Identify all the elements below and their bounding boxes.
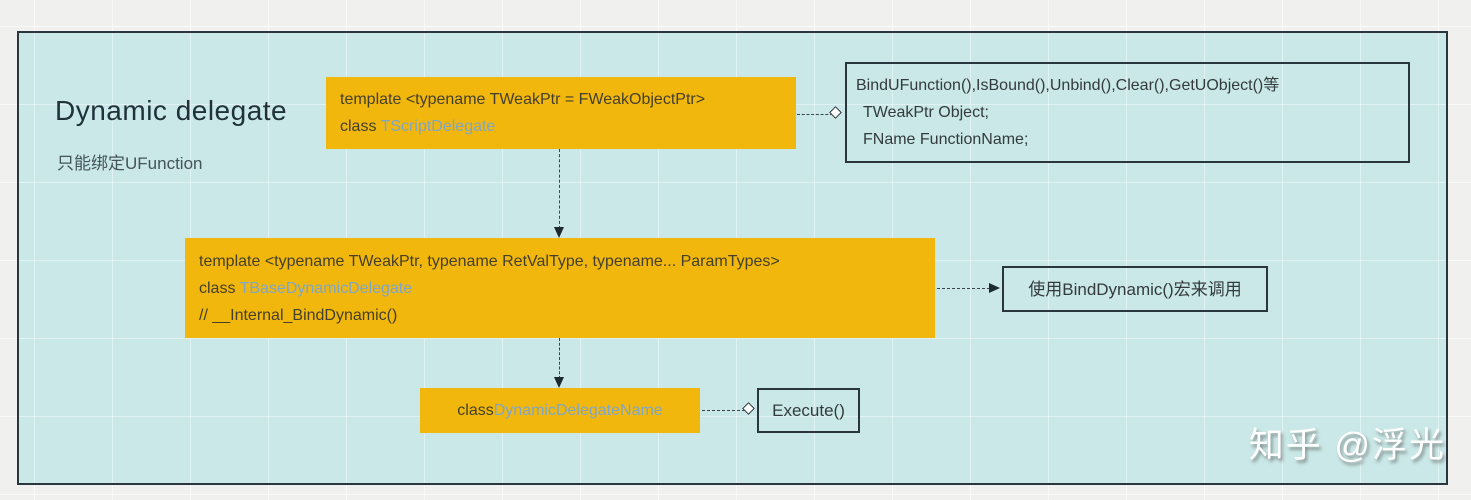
node-dynamicdelegatename: class DynamicDelegateName — [420, 388, 700, 433]
arrowhead-down-icon — [554, 227, 564, 238]
code-line: // __Internal_BindDynamic() — [199, 306, 398, 324]
note-text: Execute() — [772, 401, 845, 420]
code-line: template <typename TWeakPtr, typename Re… — [199, 252, 780, 270]
class-keyword: class — [340, 118, 381, 135]
node-execute: Execute() — [757, 388, 860, 433]
page-subtitle: 只能绑定UFunction — [57, 154, 203, 173]
aggregation-connector-dynname-to-execute — [702, 410, 745, 411]
page-title: Dynamic delegate — [55, 95, 288, 126]
watermark: 知乎 @浮光 — [1248, 426, 1446, 465]
code-line: BindUFunction(),IsBound(),Unbind(),Clear… — [856, 77, 1280, 94]
class-keyword: class — [457, 402, 494, 419]
code-line: TWeakPtr Object; — [863, 104, 989, 121]
code-line: template <typename TWeakPtr = FWeakObjec… — [340, 91, 706, 108]
arrowhead-right-icon — [989, 283, 1000, 293]
inheritance-connector-tbase-to-dynname — [559, 338, 560, 379]
arrowhead-down-icon — [554, 377, 564, 388]
class-name: TScriptDelegate — [380, 118, 496, 135]
class-name: TBaseDynamicDelegate — [239, 279, 413, 297]
node-binddynamic-note: 使用BindDynamic()宏来调用 — [1002, 266, 1268, 312]
note-text: 使用BindDynamic()宏来调用 — [1028, 279, 1242, 299]
aggregation-connector-tscript-to-members — [797, 114, 833, 115]
connector-tbase-to-bindnote — [937, 288, 990, 289]
node-tscriptdelegate: template <typename TWeakPtr = FWeakObjec… — [326, 77, 796, 149]
class-keyword: class — [199, 279, 240, 297]
node-tbasedynamicdelegate: template <typename TWeakPtr, typename Re… — [185, 238, 935, 338]
code-line: class TScriptDelegate — [340, 113, 782, 140]
code-line: class TBaseDynamicDelegate — [199, 275, 921, 302]
code-line: FName FunctionName; — [863, 131, 1029, 148]
node-tscriptdelegate-members: BindUFunction(),IsBound(),Unbind(),Clear… — [845, 62, 1410, 163]
inheritance-connector-tscript-to-tbase — [559, 149, 560, 229]
class-name: DynamicDelegateName — [493, 402, 663, 419]
